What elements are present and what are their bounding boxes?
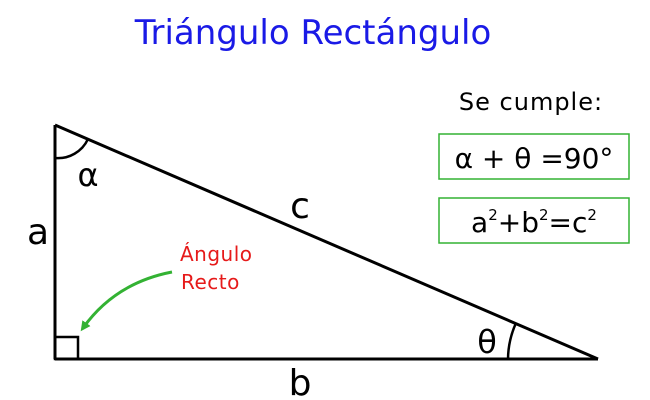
pyth-exp-c: 2 [587, 206, 597, 224]
right-angle-marker [53, 335, 80, 361]
right-triangle [53, 123, 599, 361]
pyth-exp-a: 2 [488, 206, 498, 224]
pyth-eq-c: =c [549, 206, 588, 239]
theta-angle-arc [506, 322, 518, 360]
alpha-label: α [77, 156, 98, 194]
alpha-angle-arc [54, 138, 90, 160]
side-a-label: a [27, 212, 49, 253]
side-c-hypotenuse [54, 123, 599, 361]
pyth-plus-b: +b [498, 206, 539, 239]
formula-pythagoras: a2+b2=c2 [471, 206, 597, 239]
formula-box-pythagoras [438, 197, 630, 244]
right-angle-label-line2: Recto [181, 270, 240, 294]
se-cumple-heading: Se cumple: [459, 88, 603, 116]
diagram-title: Triángulo Rectángulo [134, 13, 492, 53]
formula-box-angles [438, 133, 630, 180]
theta-label: θ [477, 323, 497, 361]
green-arrow [80, 270, 173, 332]
pyth-exp-b: 2 [539, 206, 549, 224]
side-b-label: b [289, 363, 312, 400]
right-angle-label-line1: Ángulo [180, 242, 253, 266]
formula-angles: α + θ =90° [455, 142, 614, 175]
pyth-a: a [471, 206, 488, 239]
side-c-label: c [290, 186, 310, 227]
